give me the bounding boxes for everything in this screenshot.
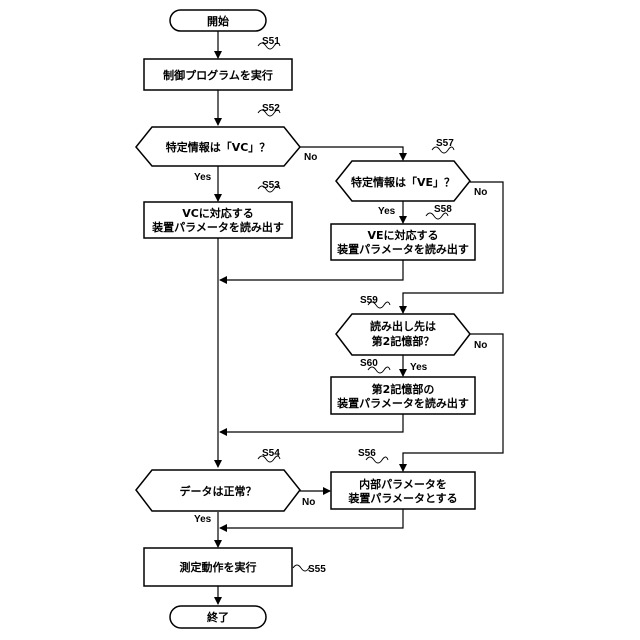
- s52-text: 特定情報は「VC」？: [166, 140, 271, 154]
- s59-line2: 第2記憶部？: [372, 334, 435, 348]
- s56-id: S56: [358, 448, 376, 459]
- decision-s54: S54 データは正常？ Yes No: [136, 448, 315, 525]
- end-label: 終了: [207, 610, 229, 624]
- s51-id: S51: [262, 36, 280, 47]
- s58-line1: VEに対応する: [367, 228, 438, 242]
- arrow-s58-merge: [220, 260, 403, 280]
- s56-line2: 装置パラメータとする: [347, 491, 457, 505]
- decision-s59: S59 読み出し先は 第2記憶部？ Yes No: [336, 295, 487, 373]
- s54-id: S54: [262, 448, 280, 459]
- s54-text: データは正常？: [180, 484, 257, 498]
- s52-yes-label: Yes: [194, 172, 212, 183]
- s55-leader: [293, 565, 309, 571]
- s55-text: 測定動作を実行: [180, 560, 257, 574]
- s53-line1: VCに対応する: [182, 206, 254, 220]
- decision-s57: S57 特定情報は「VE」？ Yes No: [336, 138, 487, 217]
- s59-id: S59: [360, 295, 378, 306]
- s56-line1: 内部パラメータを: [359, 477, 447, 491]
- s60-id: S60: [360, 358, 378, 369]
- s59-line1: 読み出し先は: [370, 319, 436, 333]
- s58-line2: 装置パラメータを読み出す: [336, 242, 469, 256]
- end-terminal: 終了: [170, 606, 266, 628]
- s51-text: 制御プログラムを実行: [163, 68, 273, 82]
- step-s55: 測定動作を実行 S55: [144, 548, 326, 586]
- s60-line2: 装置パラメータを読み出す: [336, 396, 469, 410]
- s54-yes-label: Yes: [194, 514, 212, 525]
- s58-id: S58: [434, 204, 452, 215]
- s59-no-label: No: [474, 340, 487, 351]
- s60-line1: 第2記憶部の: [372, 382, 435, 396]
- s53-line2: 装置パラメータを読み出す: [151, 220, 284, 234]
- s57-id: S57: [436, 138, 454, 149]
- s57-yes-label: Yes: [378, 206, 396, 217]
- s52-id: S52: [262, 103, 280, 114]
- arrow-s60-merge: [220, 414, 403, 432]
- arrow-s56-merge: [220, 509, 403, 528]
- s59-yes-label: Yes: [410, 362, 428, 373]
- s53-id: S53: [262, 180, 280, 191]
- decision-s52: S52 特定情報は「VC」？ Yes No: [136, 103, 317, 183]
- start-terminal: 開始: [170, 10, 266, 31]
- s52-no-label: No: [304, 152, 317, 163]
- start-label: 開始: [207, 14, 229, 28]
- s55-id: S55: [308, 564, 326, 575]
- s57-text: 特定情報は「VE」？: [351, 175, 455, 189]
- s54-no-label: No: [302, 497, 315, 508]
- s57-no-label: No: [474, 187, 487, 198]
